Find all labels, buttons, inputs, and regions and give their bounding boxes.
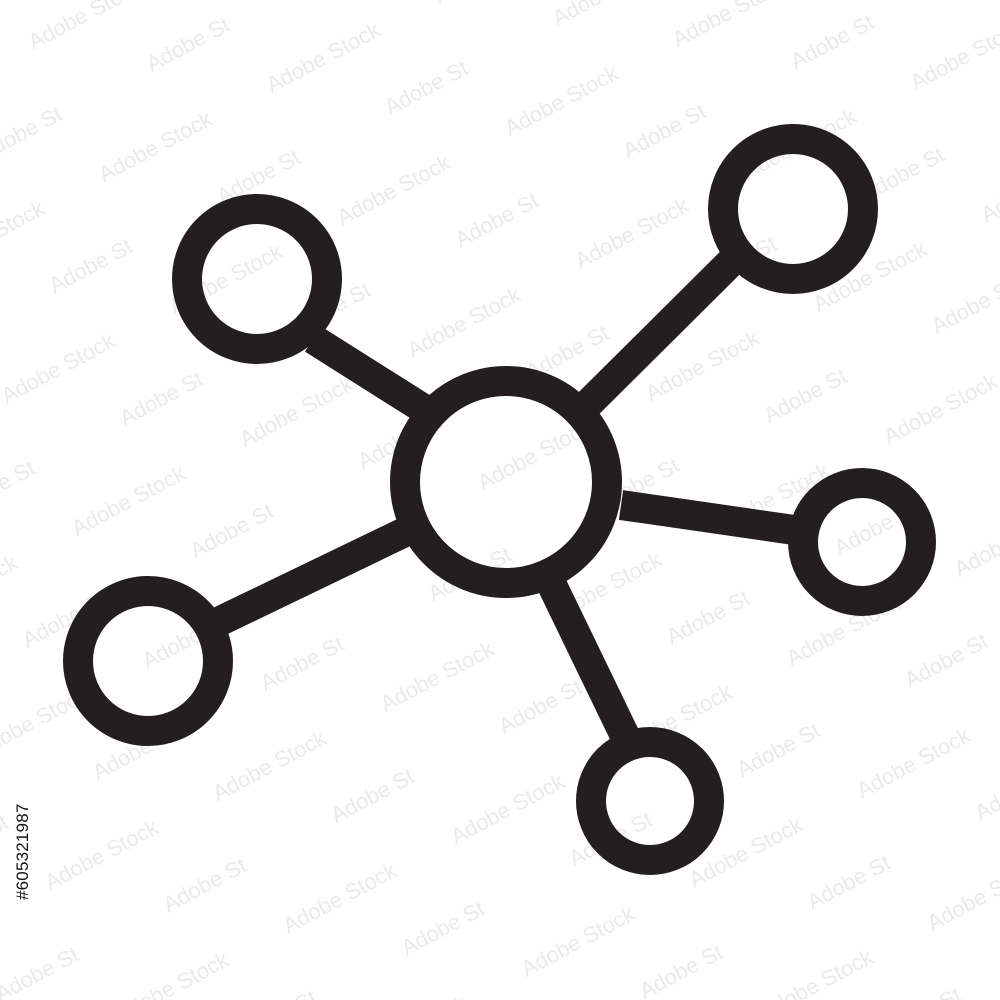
center-node-circle (390, 366, 622, 598)
node-circle-top-right (708, 124, 878, 294)
node-circle-right (788, 468, 936, 616)
connector-line (537, 576, 640, 745)
connector-line (618, 490, 797, 545)
node-circle-left (63, 576, 233, 746)
connector-line (569, 247, 746, 423)
connector-line (304, 326, 436, 424)
stock-id-label: #605321987 (13, 803, 32, 900)
node-circle-bottom (576, 727, 724, 875)
connector-line (207, 517, 414, 638)
node-circle-top-left (172, 194, 342, 364)
